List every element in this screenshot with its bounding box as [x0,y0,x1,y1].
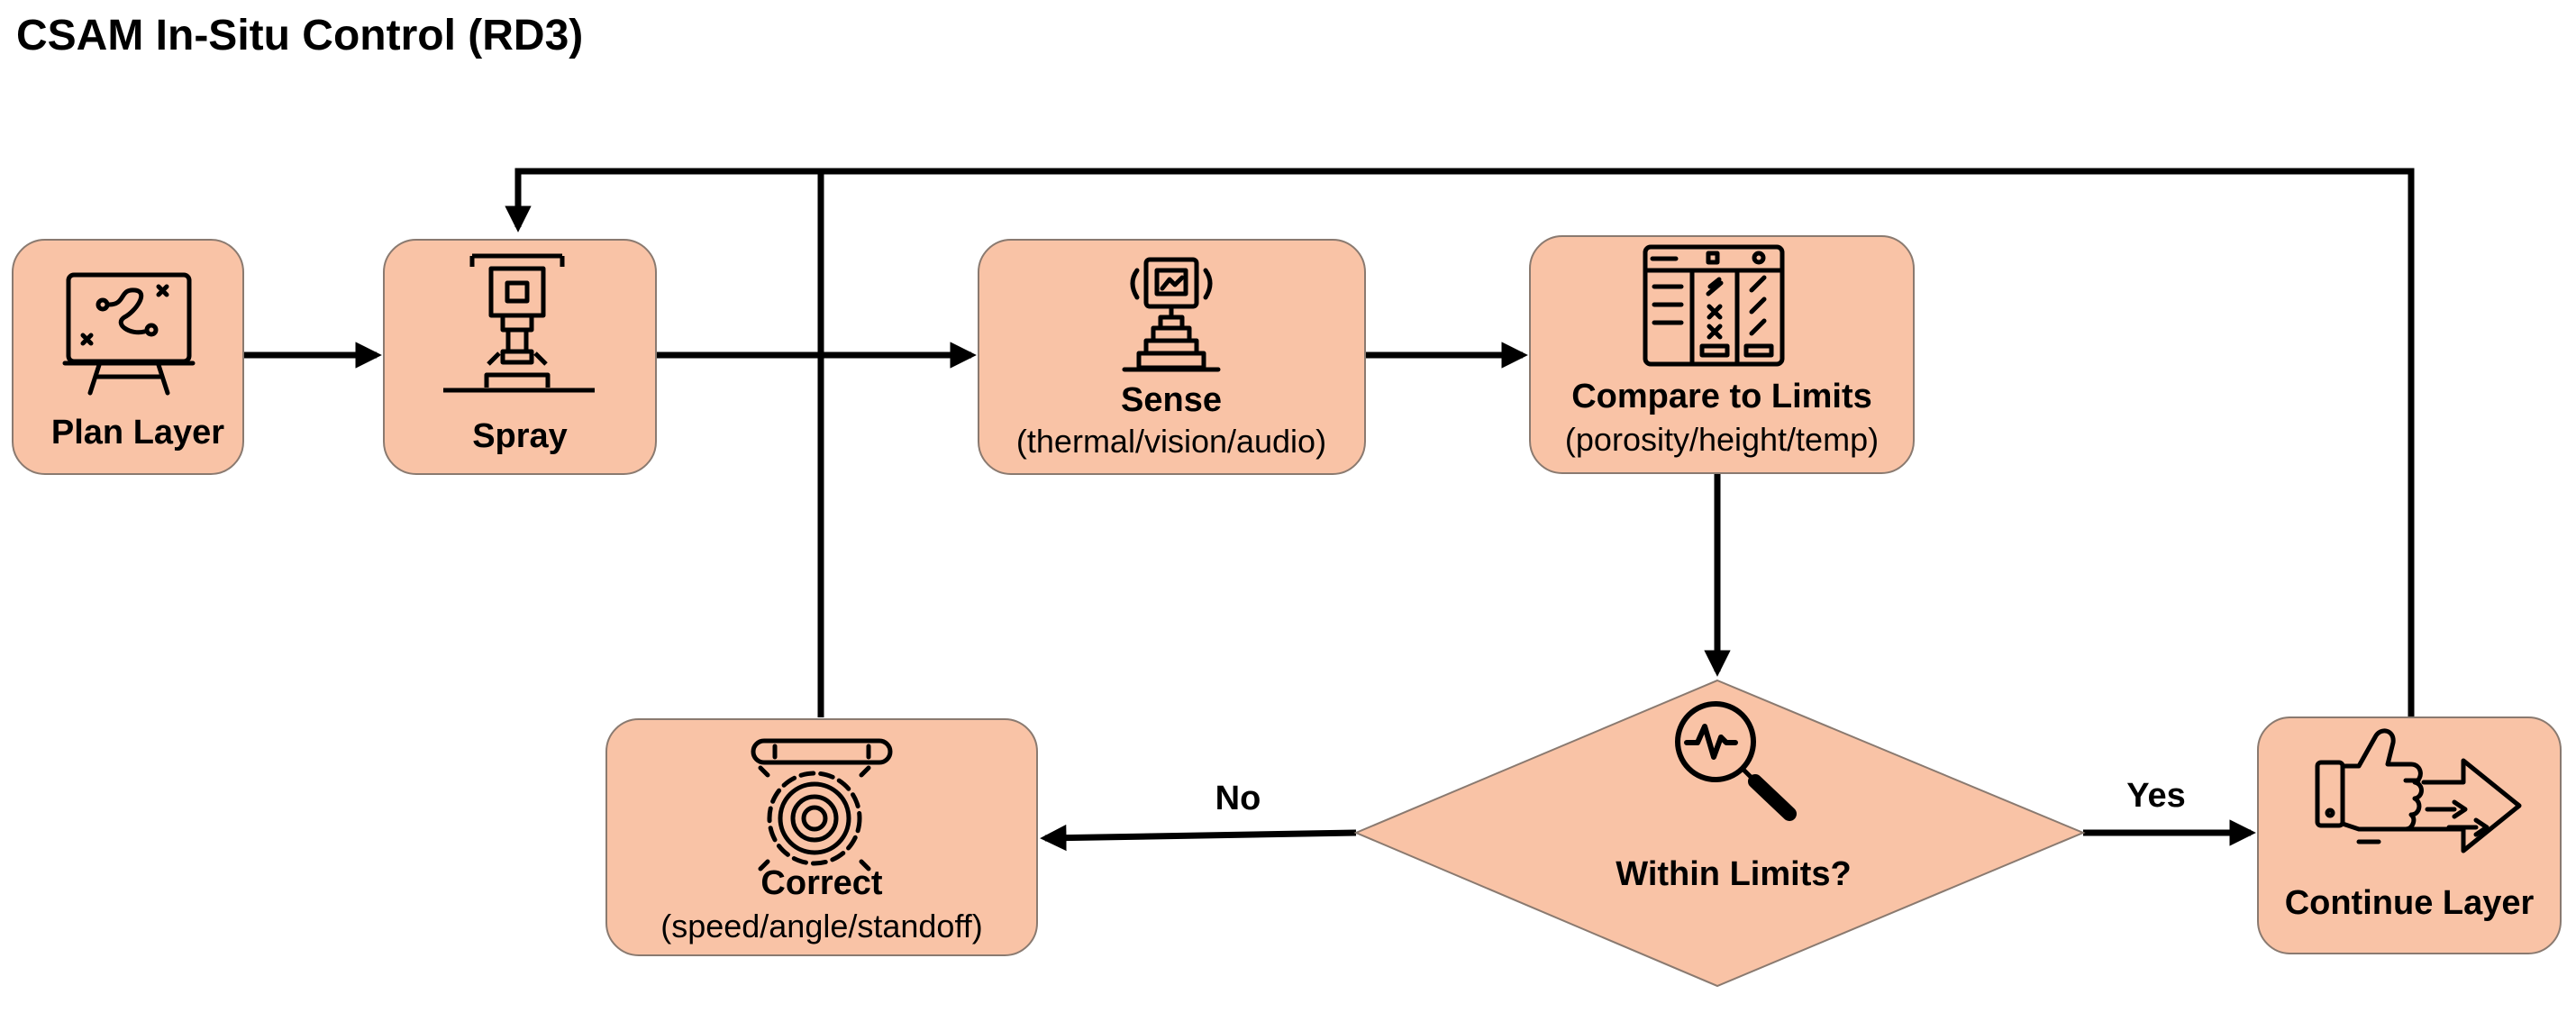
connectors [243,168,2415,852]
magnifier-waveform-icon [1675,701,1797,821]
node-compare-subtitle: (porosity/height/temp) [1565,421,1879,458]
page-title: CSAM In-Situ Control (RD3) [16,12,583,59]
sensor-icon [1122,257,1221,372]
node-compare: Compare to Limits (porosity/height/temp) [1529,235,1915,474]
yes-label: Yes [2126,777,2186,815]
loop-continue-to-spray [505,168,2415,717]
node-correct: Correct (speed/angle/standoff) [605,718,1038,956]
node-sense-title: Sense [1121,381,1222,419]
node-plan-layer: Plan Layer [12,239,244,475]
node-decision-title: Within Limits? [1616,855,1851,893]
node-spray: Spray [383,239,657,475]
checklist-table-icon [1643,244,1785,367]
no-label: No [1215,780,1261,817]
node-correct-subtitle: (speed/angle/standoff) [660,908,983,945]
node-spray-title: Spray [472,417,568,455]
node-continue-title: Continue Layer [2285,884,2535,922]
arrow-decision-no [1040,824,1357,852]
spray-nozzle-icon [443,253,595,393]
node-sense: Sense (thermal/vision/audio) [978,239,1366,475]
thumbs-up-arrow-icon [2315,728,2522,853]
node-correct-title: Correct [760,864,882,902]
node-decision: Within Limits? [1353,679,2086,988]
node-compare-title: Compare to Limits [1571,378,1872,415]
node-sense-subtitle: (thermal/vision/audio) [1016,423,1326,460]
strategy-board-icon [62,272,196,396]
node-plan-layer-title: Plan Layer [51,414,224,452]
node-continue: Continue Layer [2257,716,2562,954]
wrench-gear-icon [751,738,893,872]
